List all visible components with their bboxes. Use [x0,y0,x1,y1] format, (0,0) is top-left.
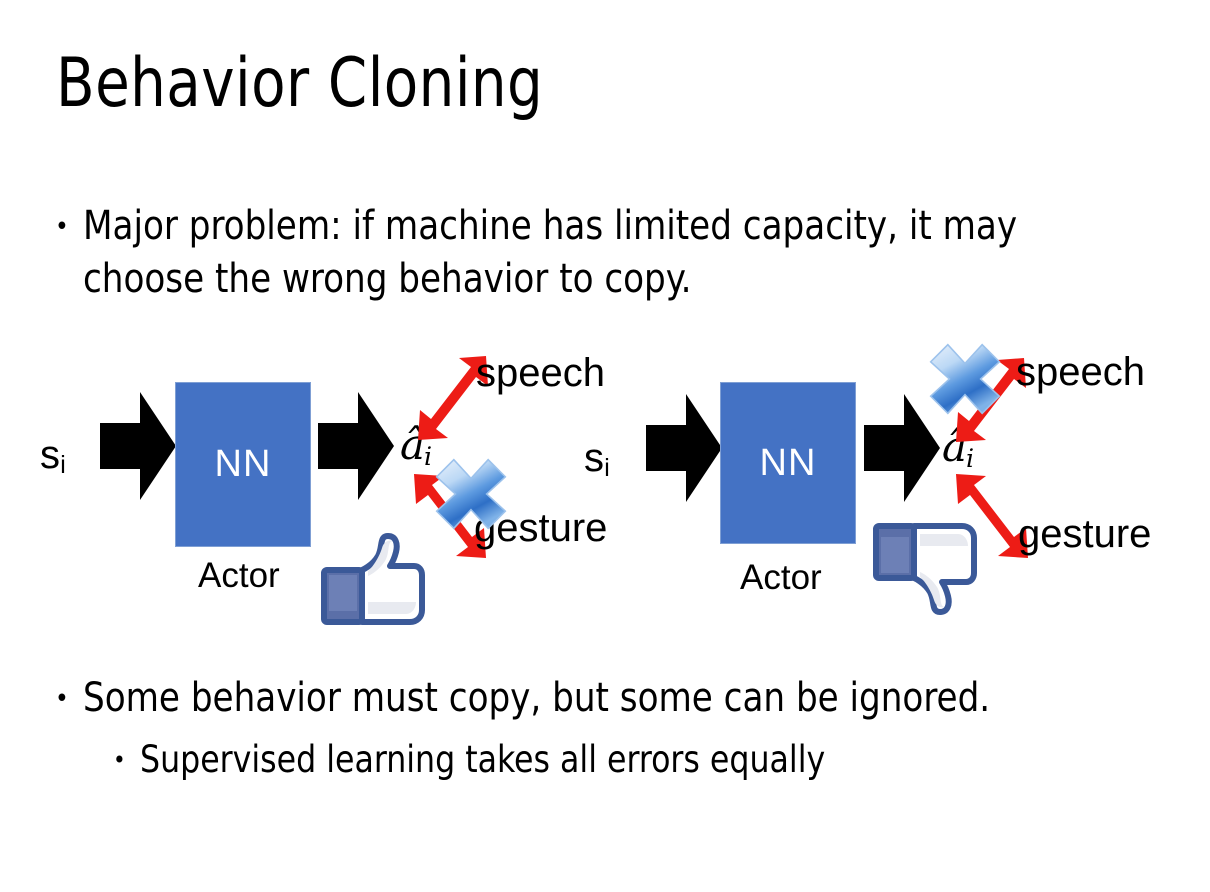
block-arrow-right-icon [100,390,176,502]
diagram-left: si NN Actor âi [0,330,620,640]
actor-caption-right: Actor [740,558,822,597]
input-state-label-right: si [584,438,610,484]
bullet-marker: • [55,684,69,714]
nn-box-left: NN [175,382,311,547]
block-arrow-right-icon [646,392,722,504]
output-action-sub: i [966,444,975,474]
bullet-marker: • [55,212,69,242]
bullet-text: Major problem: if machine has limited ca… [82,203,1017,302]
input-state-label-left: si [40,435,66,481]
thumbs-up-icon [316,530,426,626]
input-state-base: s [584,436,604,480]
branch-label-speech-right: speech [1016,350,1145,394]
branch-label-gesture-right: gesture [1018,512,1152,556]
red-double-arrow-gesture-icon [948,470,1038,562]
cross-out-x-icon [926,340,1004,418]
diagram-right: si NN Actor âi [548,330,1210,640]
output-action-sub: i [424,442,433,472]
input-state-sub: i [604,455,610,483]
bullet-text: Some behavior must copy, but some can be… [82,675,990,721]
branch-label-speech-left: speech [476,351,605,395]
bullet-marker: • [113,746,126,774]
page-title: Behavior Cloning [56,44,544,123]
bullet-text: Supervised learning takes all errors equ… [139,738,825,781]
bullet-supervised-learning: • Supervised learning takes all errors e… [113,735,1173,785]
cross-out-x-icon [432,455,510,533]
nn-box-label: NN [759,441,817,484]
input-state-sub: i [60,452,66,480]
nn-box-label: NN [214,443,272,485]
bullet-major-problem: • Major problem: if machine has limited … [55,200,1145,306]
nn-box-right: NN [720,382,856,544]
input-state-base: s [40,433,60,477]
bullet-some-behavior: • Some behavior must copy, but some can … [55,672,1175,725]
block-arrow-right-icon [864,392,940,504]
red-double-arrow-speech-icon [410,352,494,444]
block-arrow-right-icon [318,390,394,502]
actor-caption-left: Actor [198,556,280,595]
thumbs-down-icon [868,520,978,620]
